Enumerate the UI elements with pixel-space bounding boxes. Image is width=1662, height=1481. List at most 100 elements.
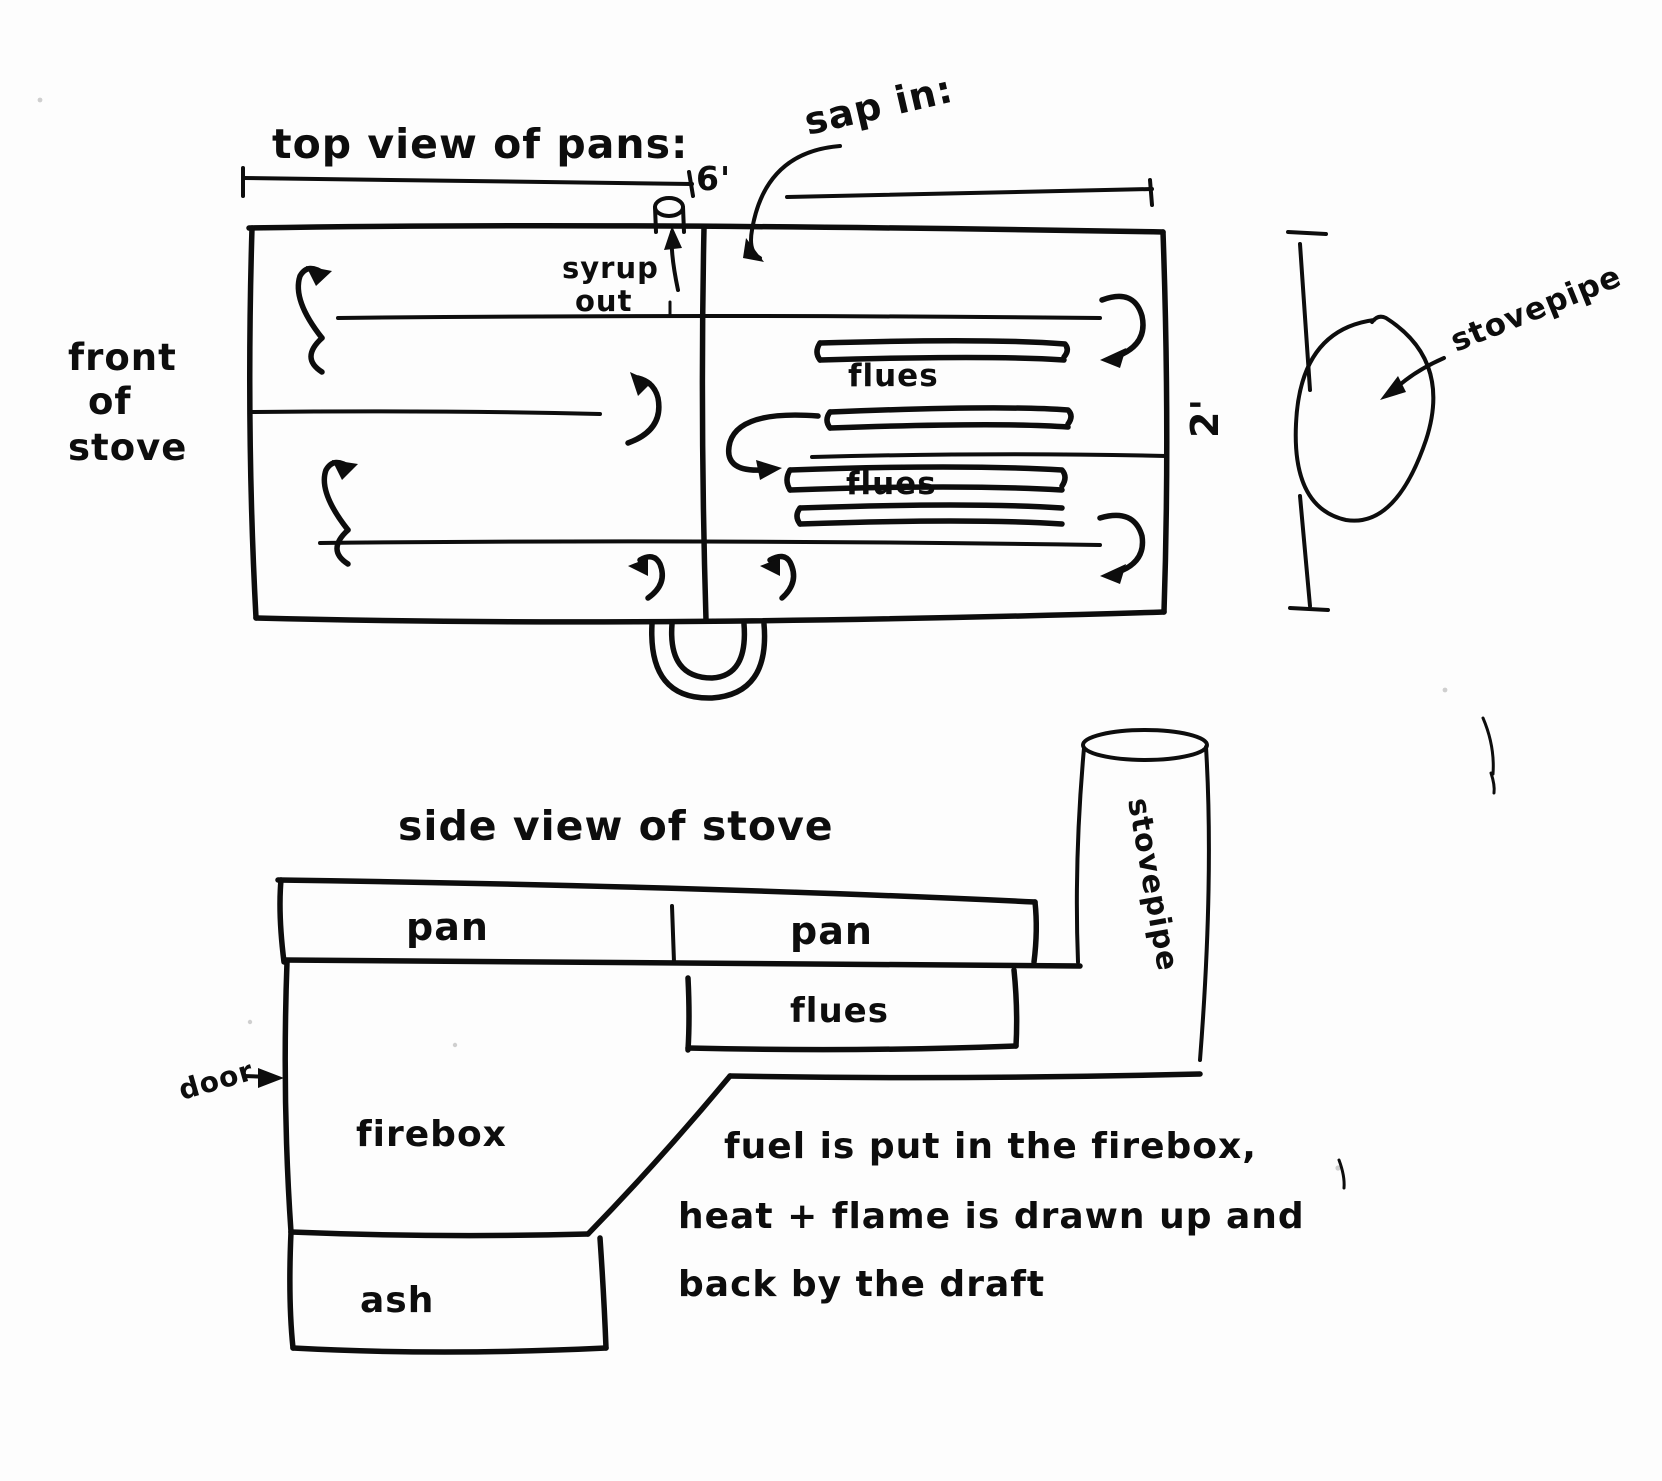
top-view-stovepipe [1293, 314, 1436, 523]
spout-left-wall [653, 205, 658, 234]
dimension-tick-far-right [1148, 178, 1154, 207]
syrup-out-spout [653, 196, 686, 234]
width-dimension: 6' [241, 159, 731, 198]
flues-box-left-edge [685, 975, 692, 1053]
bottom-right-curl-arrow [767, 553, 797, 601]
stovepipe-callout: stovepipe [1380, 258, 1627, 400]
pan-row-left-edge [277, 877, 287, 965]
right-pan-uturn-upper-head [1100, 348, 1126, 368]
flue-upper2-bottom-wall [827, 421, 1071, 431]
sap-in-annotation: sap in: [743, 67, 957, 262]
front-of-stove-label: front of stove [68, 336, 187, 469]
top-view-door-arc [649, 621, 768, 701]
spout-right-wall [681, 205, 686, 234]
flue-upper-bottom-wall [817, 354, 1067, 363]
note-line-3: back by the draft [678, 1264, 1045, 1305]
depth-dimension: 2' [1183, 230, 1330, 612]
flue-lower-left-cap [784, 467, 793, 493]
right-pan-uturn-lower-head [1100, 564, 1126, 584]
flues-uturn-connector [726, 412, 821, 473]
syrup-out-arrowhead [664, 226, 682, 250]
pan-row-right-edge [1031, 899, 1040, 965]
flues-label-side-view: flues [790, 991, 889, 1031]
syrup-out-label-line1: syrup [562, 251, 659, 285]
stovepipe-oval-shape [1293, 314, 1436, 523]
flue-upper2-top-wall [827, 405, 1074, 427]
top-view-pan-outline [246, 223, 1170, 625]
right-pan-uturn-upper [1099, 293, 1146, 359]
left-pan-uturn-lower-tail [334, 527, 351, 567]
note-line-1: fuel is put in the firebox, [724, 1126, 1257, 1167]
firebox-slope-edge [585, 1073, 733, 1237]
right-pan-uturn-lower [1097, 512, 1146, 575]
stray-mark [1481, 716, 1495, 776]
explanatory-note: fuel is put in the firebox, heat + flame… [678, 1126, 1305, 1305]
ash-box-bottom-edge [290, 1345, 609, 1355]
dimension-tick-right [687, 170, 695, 198]
pan-row-bottom-edge [281, 957, 1083, 969]
flues-box-right-edge [1011, 967, 1020, 1049]
bottom-right-curl-arrowhead [760, 558, 780, 576]
stovepipe-callout-arrowhead [1380, 376, 1406, 400]
flue-lower2-top-wall [797, 502, 1065, 511]
paper-speck [37, 97, 43, 103]
flue-lower-bottom-wall [787, 484, 1065, 493]
front-of-stove-line3: stove [68, 426, 187, 469]
flues-uturn-arrowhead [756, 460, 782, 480]
sap-in-label: sap in: [800, 67, 957, 144]
side-view-pans: pan pan [275, 877, 1083, 969]
stovepipe-label-side-view: stovepipe [1120, 795, 1185, 974]
bottom-left-curl-arrow [637, 554, 665, 601]
paper-speck [247, 1019, 253, 1025]
door-arc-inner [668, 621, 748, 681]
paper-speck [1442, 687, 1448, 693]
side-view-title: side view of stove [398, 802, 834, 850]
side-view-flues-box: flues [685, 967, 1020, 1053]
paper-speck [1335, 1165, 1341, 1171]
pan-label-left: pan [406, 905, 489, 949]
dimension-line-2ft-lower [1298, 494, 1312, 608]
paper-speck [452, 1042, 458, 1048]
pan-bottom-edge [253, 609, 1167, 625]
front-of-stove-line2: of [88, 380, 132, 423]
door-label: door [175, 1054, 257, 1107]
dimension-tick-bottom [1288, 606, 1330, 612]
side-view-stovepipe: stovepipe [1074, 728, 1211, 1062]
sap-in-arrow-stem [749, 144, 842, 260]
bottom-left-curl-arrowhead [628, 558, 648, 576]
door-annotation: door [175, 1054, 284, 1107]
syrup-out-annotation: syrup out [562, 226, 682, 318]
mid-curl-arrowhead [630, 372, 652, 396]
left-pan-flow-line-upper [336, 314, 1102, 320]
flue-lower-top-wall [787, 464, 1068, 489]
door-arrowhead [258, 1068, 284, 1088]
pan-row-divider [670, 904, 676, 964]
firebox-to-stovepipe-floor [727, 1071, 1203, 1081]
pan-top-edge [246, 223, 1166, 235]
left-pan-flow-line-lower [318, 539, 1102, 547]
syrup-out-label-line2: out [575, 284, 632, 318]
flues-label-lower: flues [846, 466, 937, 502]
left-pan-uturn-lower-head [332, 460, 358, 480]
stovepipe-label-top-view: stovepipe [1446, 258, 1627, 359]
firebox-label: firebox [356, 1114, 507, 1155]
stovepipe-right-wall [1198, 745, 1211, 1062]
pan-divider [699, 225, 709, 623]
top-view-title: top view of pans: [272, 120, 688, 168]
left-pan-uturn-upper-tail [308, 335, 325, 375]
front-of-stove-line1: front [68, 336, 177, 379]
sap-in-arrowhead [743, 238, 764, 262]
side-view-firebox: firebox [282, 959, 1203, 1239]
left-pan-flow [248, 265, 1102, 601]
flues-box-bottom-edge [685, 1043, 1019, 1053]
width-dimension-label: 6' [696, 159, 731, 198]
left-pan-uturn-upper-head [306, 266, 332, 286]
pan-label-right: pan [790, 909, 873, 953]
flue-upper-top-wall [817, 337, 1070, 360]
note-line-2: heat + flame is drawn up and [678, 1196, 1305, 1237]
firebox-left-wall [282, 959, 294, 1235]
pan-left-edge [247, 225, 259, 621]
left-pan-flow-line-mid [248, 409, 602, 416]
